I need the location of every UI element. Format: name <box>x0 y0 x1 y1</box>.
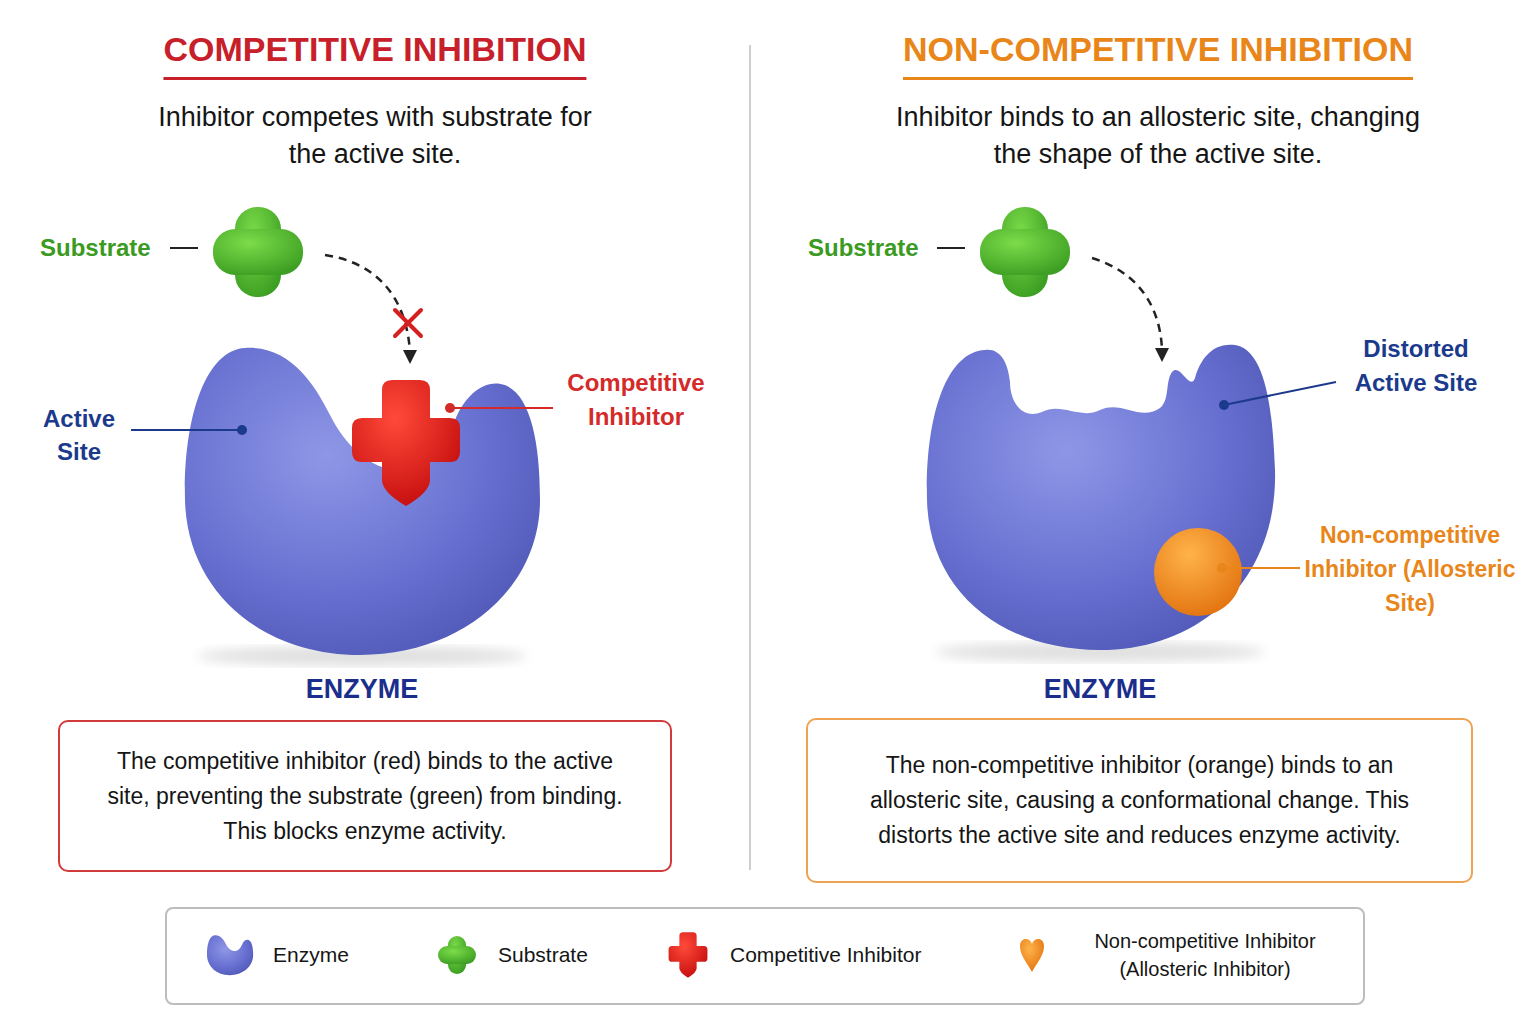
panel-subtitle: Inhibitor binds to an allosteric site, c… <box>888 99 1428 173</box>
allosteric-inhibitor-shape <box>1154 528 1242 616</box>
leader-line <box>170 247 198 249</box>
legend-label: Substrate <box>498 941 648 969</box>
leader-line <box>1222 567 1300 569</box>
callout-label: Competitive Inhibitor <box>556 366 716 434</box>
legend-label: Non-competitive Inhibitor (Allosteric In… <box>1070 927 1340 983</box>
legend-substrate-icon <box>438 936 476 974</box>
leader-dot <box>445 403 455 413</box>
enzyme-label: ENZYME <box>306 672 419 706</box>
callout-label: Substrate <box>808 233 919 263</box>
enzyme-shape <box>927 345 1275 650</box>
leader-line <box>450 407 553 409</box>
substrate-shape <box>213 207 303 297</box>
arrow-head <box>403 350 417 364</box>
explanation-text: The competitive inhibitor (red) binds to… <box>94 744 636 849</box>
leader-dot <box>1217 563 1227 573</box>
leader-dot <box>1219 400 1229 410</box>
explanation-box: The competitive inhibitor (red) binds to… <box>58 720 672 872</box>
callout-label: Substrate <box>40 233 151 263</box>
panel-title: COMPETITIVE INHIBITION <box>163 28 586 80</box>
legend-enzyme-icon <box>207 935 253 975</box>
divider-line <box>749 45 751 870</box>
leader-line <box>1224 382 1336 405</box>
legend-competitive-icon <box>669 932 708 977</box>
panel-title: NON-COMPETITIVE INHIBITION <box>903 28 1413 80</box>
legend-label: Competitive Inhibitor <box>730 941 990 969</box>
panel-subtitle: Inhibitor competes with substrate for th… <box>140 99 610 173</box>
callout-label: Non-competitive Inhibitor (Allosteric Si… <box>1300 518 1520 620</box>
callout-label: Active Site <box>29 402 129 468</box>
enzyme-label: ENZYME <box>1044 672 1157 706</box>
leader-line <box>131 429 242 431</box>
approach-arrow <box>1092 258 1162 350</box>
substrate-shape <box>980 207 1070 297</box>
blocked-mark <box>395 310 421 336</box>
callout-label: Distorted Active Site <box>1341 332 1491 400</box>
leader-dot <box>237 425 247 435</box>
legend-label: Enzyme <box>273 941 423 969</box>
approach-arrow <box>325 255 410 352</box>
competitive-inhibitor-shape <box>352 380 460 506</box>
arrow-head <box>1155 348 1169 362</box>
legend-box: Enzyme Substrate Competitive Inhibitor Non-… <box>165 907 1365 1005</box>
legend-noncompetitive-icon <box>1020 939 1044 972</box>
explanation-text: The non-competitive inhibitor (orange) b… <box>842 748 1437 853</box>
explanation-box: The non-competitive inhibitor (orange) b… <box>806 718 1473 883</box>
enzyme-shape <box>185 348 540 655</box>
leader-line <box>937 247 965 249</box>
